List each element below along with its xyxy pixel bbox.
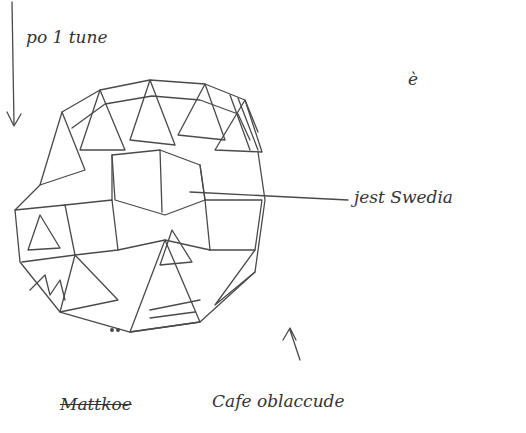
triangle (178, 84, 225, 140)
scribble (30, 275, 65, 300)
handwritten-note: po 1 tune (26, 28, 108, 47)
square-panel (205, 200, 262, 250)
square-panel (15, 205, 75, 262)
dot (111, 329, 114, 332)
hatching (230, 95, 258, 150)
small-arrow (283, 328, 300, 360)
square-panel (65, 200, 118, 255)
inner-hexagon (112, 150, 205, 215)
dot (117, 329, 120, 332)
handwritten-note: jest Swedia (354, 188, 453, 207)
triangle (60, 255, 118, 312)
triangle (130, 240, 200, 332)
handwritten-note: Mattkoe (60, 395, 132, 414)
hatching (150, 300, 200, 318)
arrow-head (7, 112, 21, 126)
handwritten-note: è (408, 70, 418, 89)
triangle (215, 100, 262, 152)
triangle (130, 80, 175, 145)
leader-line (190, 192, 348, 200)
inner-edges (112, 150, 205, 212)
triangle (28, 215, 60, 250)
pointer-arrow (12, 2, 14, 124)
triangle (40, 112, 85, 185)
triangle (215, 250, 255, 305)
triangle (160, 230, 192, 265)
triangle (80, 90, 125, 150)
handwritten-note: Cafe oblaccude (212, 392, 345, 411)
lower-body (15, 152, 265, 332)
